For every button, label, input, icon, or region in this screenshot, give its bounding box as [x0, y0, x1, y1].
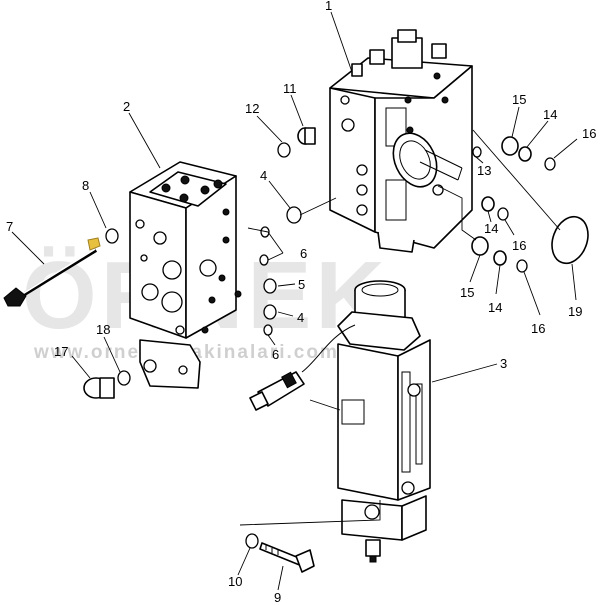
callout-1: 1	[325, 0, 332, 13]
callout-labels: 1 2 3 4 4 5 6 6 7 8 9 10 11 12 13 14 14 …	[6, 0, 596, 605]
callout-4-upper: 4	[260, 168, 267, 183]
watermark-url: www.ornekismakinalari.com.tr	[33, 342, 364, 363]
callout-16-middle: 16	[512, 238, 526, 253]
callout-2: 2	[123, 99, 130, 114]
callout-6-lower: 6	[272, 347, 279, 362]
callout-4-lower: 4	[297, 310, 304, 325]
callout-6-upper: 6	[300, 246, 307, 261]
callout-14-upper: 14	[543, 107, 557, 122]
callout-8: 8	[82, 178, 89, 193]
callout-13: 13	[477, 163, 491, 178]
washer-8	[105, 228, 119, 244]
callout-15-upper: 15	[512, 92, 526, 107]
valve-block-2	[129, 161, 242, 389]
callout-15-lower: 15	[460, 285, 474, 300]
callout-14-lower: 14	[488, 300, 502, 315]
callout-17: 17	[54, 344, 68, 359]
callout-10: 10	[228, 574, 242, 589]
callout-11: 11	[283, 81, 297, 96]
callout-5: 5	[298, 277, 305, 292]
callout-16-upper: 16	[582, 126, 596, 141]
callout-9: 9	[274, 590, 281, 605]
callout-12: 12	[245, 101, 259, 116]
callout-3: 3	[500, 356, 507, 371]
seal-parts	[83, 127, 589, 573]
callout-14-middle: 14	[484, 221, 498, 236]
valve-block-1	[329, 29, 473, 253]
solenoid-valve-3	[249, 280, 431, 563]
leader-lines	[11, 11, 578, 591]
callout-19: 19	[568, 304, 582, 319]
callout-7: 7	[6, 219, 13, 234]
callout-18: 18	[96, 322, 110, 337]
tie-bolt-7	[3, 237, 101, 307]
callout-16-lower: 16	[531, 321, 545, 336]
